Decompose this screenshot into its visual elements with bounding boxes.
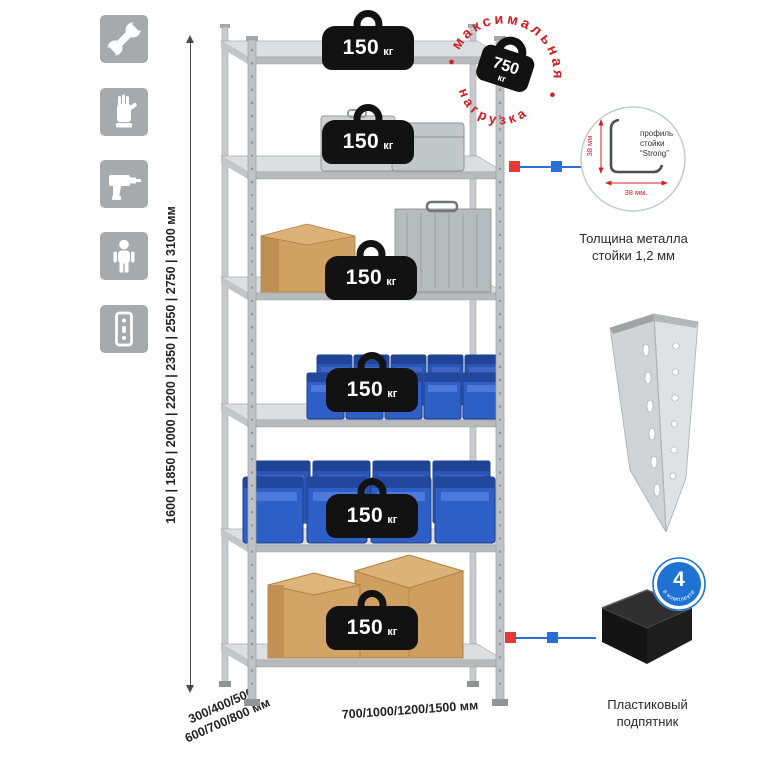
profile-caption-line2: стойки 1,2 мм (592, 247, 675, 263)
load-value: 150 (342, 130, 380, 153)
profile-label-3: “Strong” (640, 149, 669, 158)
profile-dim-side: 38 мм (585, 136, 594, 157)
profile-caption: Толщина металла стойки 1,2 мм (561, 231, 706, 265)
load-value: 150 (342, 36, 380, 59)
stamp-unit: кг (497, 72, 508, 84)
profile-label-2: стойки (640, 139, 664, 148)
load-unit: кг (383, 46, 394, 58)
height-dimension-label: 1600 | 1850 | 2000 | 2200 | 2350 | 2550 … (164, 206, 178, 524)
profile-cross-section (609, 118, 664, 174)
blue-marker (551, 161, 562, 172)
foot-caption: Пластиковый подпятник (575, 697, 720, 731)
red-marker (509, 161, 520, 172)
profile-dimension-arrows (598, 119, 668, 186)
max-load-stamp: максимальная нагрузка 750 кг (447, 0, 581, 138)
height-dimension-line (185, 35, 194, 693)
load-unit: кг (387, 388, 398, 400)
stamp-weight-icon: 750 кг (476, 36, 535, 92)
profile-caption-line1: Толщина металла (579, 231, 688, 246)
red-marker (505, 632, 516, 643)
profile-detail-circle: 38 мм 38 мм. профиль стойки “Strong” (580, 106, 686, 212)
load-unit: кг (387, 514, 398, 526)
load-unit: кг (383, 140, 394, 152)
quantity-badge: 4 в комплекте (652, 557, 706, 611)
person-icon (100, 232, 148, 280)
corner-post-image (609, 313, 699, 533)
load-value: 150 (345, 266, 383, 289)
load-unit: кг (387, 626, 398, 638)
load-value: 150 (346, 378, 384, 401)
profile-dim-bottom: 38 мм. (625, 188, 648, 197)
wrench-icon (100, 15, 148, 63)
profile-callout-line (514, 166, 582, 168)
work-glove-icon (100, 88, 148, 136)
rack-upright-icon (100, 305, 148, 353)
drill-icon (100, 160, 148, 208)
load-value: 150 (346, 504, 384, 527)
quantity-value: 4 (673, 568, 685, 591)
foot-caption-line1: Пластиковый (607, 697, 688, 712)
load-value: 150 (346, 616, 384, 639)
profile-label-1: профиль (640, 129, 673, 138)
load-unit: кг (386, 276, 397, 288)
blue-marker (547, 632, 558, 643)
foot-caption-line2: подпятник (616, 713, 679, 729)
